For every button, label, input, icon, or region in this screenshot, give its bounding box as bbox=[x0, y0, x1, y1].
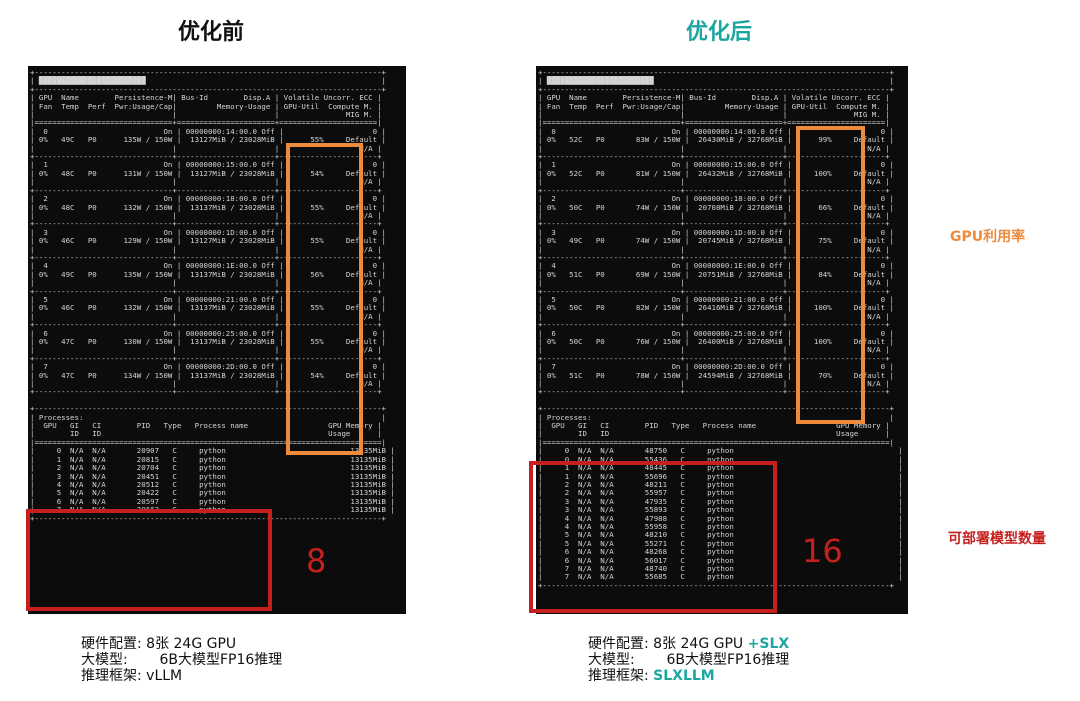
info-label: 大模型: bbox=[81, 652, 128, 668]
info-label: 推理框架: bbox=[81, 668, 142, 684]
info-label: 推理框架: bbox=[588, 668, 649, 684]
info-value: 6B大模型FP16推理 bbox=[666, 652, 790, 668]
before-terminal-text: +---------------------------------------… bbox=[30, 68, 395, 523]
info-highlight: SLXLLM bbox=[653, 668, 715, 684]
info-value: 8张 24G GPU bbox=[146, 636, 237, 652]
before-info-row: 硬件配置: 8张 24G GPU bbox=[81, 636, 282, 652]
before-info-row: 大模型: 6B大模型FP16推理 bbox=[81, 652, 282, 668]
info-label: 硬件配置: bbox=[81, 636, 142, 652]
after-info-row: 大模型: 6B大模型FP16推理 bbox=[588, 652, 789, 668]
after-info-row: 硬件配置: 8张 24G GPU +SLX bbox=[588, 636, 789, 652]
info-highlight: +SLX bbox=[747, 636, 790, 652]
before-info-row: 推理框架: vLLM bbox=[81, 668, 282, 684]
after-info-row: 推理框架: SLXLLM bbox=[588, 668, 789, 684]
after-terminal-text: +---------------------------------------… bbox=[538, 68, 903, 590]
info-label: 大模型: bbox=[588, 652, 635, 668]
after-title: 优化后 bbox=[686, 20, 753, 45]
after-terminal: +---------------------------------------… bbox=[536, 66, 908, 614]
info-value: 6B大模型FP16推理 bbox=[159, 652, 283, 668]
deploy-count-label: 可部署模型数量 bbox=[948, 531, 1046, 547]
gpu-util-label: GPU利用率 bbox=[950, 229, 1026, 245]
after-model-count: 16 bbox=[802, 532, 843, 570]
before-terminal: +---------------------------------------… bbox=[28, 66, 406, 614]
before-model-count: 8 bbox=[306, 542, 327, 580]
after-info: 硬件配置: 8张 24G GPU +SLX 大模型: 6B大模型FP16推理 推… bbox=[588, 636, 789, 684]
info-label: 硬件配置: bbox=[588, 636, 649, 652]
before-title: 优化前 bbox=[178, 20, 245, 45]
before-info: 硬件配置: 8张 24G GPU 大模型: 6B大模型FP16推理 推理框架: … bbox=[81, 636, 282, 684]
info-value: 8张 24G GPU bbox=[653, 636, 744, 652]
info-value: vLLM bbox=[146, 668, 183, 684]
